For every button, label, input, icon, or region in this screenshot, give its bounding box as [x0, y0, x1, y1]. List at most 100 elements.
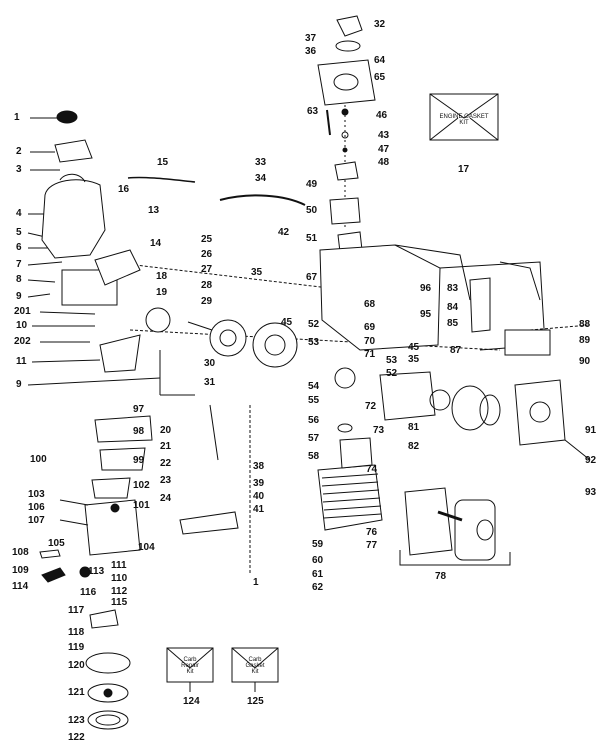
- callout-5: 5: [16, 227, 22, 238]
- callout-49: 49: [306, 179, 318, 190]
- callout-56: 56: [308, 415, 320, 426]
- callout-109: 109: [12, 565, 29, 576]
- callout-4: 4: [16, 208, 22, 219]
- callout-95: 95: [420, 309, 432, 320]
- callout-67: 67: [306, 272, 318, 283]
- carb-gasket-kit-line3: Kit: [251, 669, 259, 675]
- callout-24: 24: [160, 493, 172, 504]
- callout-53b: 53: [386, 355, 398, 366]
- callout-16: 16: [118, 184, 130, 195]
- callout-23: 23: [160, 475, 172, 486]
- callout-65: 65: [374, 72, 386, 83]
- callout-34: 34: [255, 173, 267, 184]
- callout-99: 99: [133, 455, 145, 466]
- callout-201: 201: [14, 306, 31, 317]
- callout-9a: 9: [16, 291, 22, 302]
- callout-61: 61: [312, 569, 324, 580]
- callout-51: 51: [306, 233, 318, 244]
- callout-1: 1: [14, 112, 20, 123]
- callout-29: 29: [201, 296, 213, 307]
- callout-54: 54: [308, 381, 320, 392]
- callout-45a: 45: [281, 317, 293, 328]
- callout-13: 13: [148, 205, 160, 216]
- carb-gasket-kit-line2: Gasket: [245, 663, 265, 669]
- callout-77: 77: [366, 540, 378, 551]
- callout-37: 37: [305, 33, 317, 44]
- carb-gasket-kit-line1: Carb: [248, 657, 262, 663]
- callout-71: 71: [364, 349, 376, 360]
- callout-113: 113: [88, 566, 105, 577]
- callout-35b: 35: [408, 354, 420, 365]
- callout-27: 27: [201, 264, 213, 275]
- callout-52b: 52: [386, 368, 398, 379]
- callout-3: 3: [16, 164, 22, 175]
- callout-64: 64: [374, 55, 386, 66]
- callout-18: 18: [156, 271, 168, 282]
- callout-58: 58: [308, 451, 320, 462]
- callout-33: 33: [255, 157, 267, 168]
- callout-43: 43: [378, 130, 390, 141]
- callout-45b: 45: [408, 342, 420, 353]
- callout-104: 104: [138, 542, 155, 553]
- callout-50: 50: [306, 205, 318, 216]
- callout-202: 202: [14, 336, 31, 347]
- carb-repair-kit-line2: Repair: [181, 663, 199, 669]
- callout-103: 103: [28, 489, 45, 500]
- callout-82: 82: [408, 441, 420, 452]
- carb-repair-kit-label: Carb Repair Kit: [168, 657, 212, 675]
- callout-108: 108: [12, 547, 29, 558]
- carb-gasket-kit-label: Carb Gasket Kit: [233, 657, 277, 675]
- callout-31: 31: [204, 377, 216, 388]
- callout-98: 98: [133, 426, 145, 437]
- callout-68: 68: [364, 299, 376, 310]
- callout-85: 85: [447, 318, 459, 329]
- callout-72: 72: [365, 401, 377, 412]
- callout-32: 32: [374, 19, 386, 30]
- callout-52a: 52: [308, 319, 320, 330]
- callout-9b: 9: [16, 379, 22, 390]
- carb-repair-kit-line3: Kit: [186, 669, 194, 675]
- callout-2: 2: [16, 146, 22, 157]
- callout-111: 111: [111, 560, 127, 571]
- callout-81: 81: [408, 422, 420, 433]
- callout-83: 83: [447, 283, 459, 294]
- callout-91: 91: [585, 425, 597, 436]
- callout-97: 97: [133, 404, 145, 415]
- callout-39: 39: [253, 478, 265, 489]
- callout-63: 63: [307, 106, 319, 117]
- callout-8: 8: [16, 274, 22, 285]
- callout-21: 21: [160, 441, 172, 452]
- callout-88: 88: [579, 319, 591, 330]
- callout-89: 89: [579, 335, 591, 346]
- callout-38: 38: [253, 461, 265, 472]
- callout-59: 59: [312, 539, 324, 550]
- callout-96: 96: [420, 283, 432, 294]
- callout-69: 69: [364, 322, 376, 333]
- callout-105: 105: [48, 538, 65, 549]
- callout-87: 87: [450, 345, 462, 356]
- callout-121: 121: [68, 687, 85, 698]
- callout-20: 20: [160, 425, 172, 436]
- callout-102: 102: [133, 480, 150, 491]
- callout-10: 10: [16, 320, 28, 331]
- callout-74: 74: [366, 464, 378, 475]
- callout-125: 125: [247, 696, 264, 707]
- callout-110: 110: [111, 573, 128, 584]
- carb-repair-kit-line1: Carb: [183, 657, 197, 663]
- callout-106: 106: [28, 502, 45, 513]
- callout-22: 22: [160, 458, 172, 469]
- callout-55: 55: [308, 395, 320, 406]
- callout-92: 92: [585, 455, 597, 466]
- callout-46: 46: [376, 110, 388, 121]
- callout-118: 118: [68, 627, 85, 638]
- callout-15: 15: [157, 157, 169, 168]
- callout-35: 35: [251, 267, 263, 278]
- callout-76: 76: [366, 527, 378, 538]
- engine-gasket-kit-label: ENGINE GASKET KIT: [432, 114, 496, 126]
- engine-gasket-kit-line1: ENGINE GASKET: [439, 114, 489, 120]
- callout-70: 70: [364, 336, 376, 347]
- callout-114: 114: [12, 581, 29, 592]
- callout-41: 41: [253, 504, 265, 515]
